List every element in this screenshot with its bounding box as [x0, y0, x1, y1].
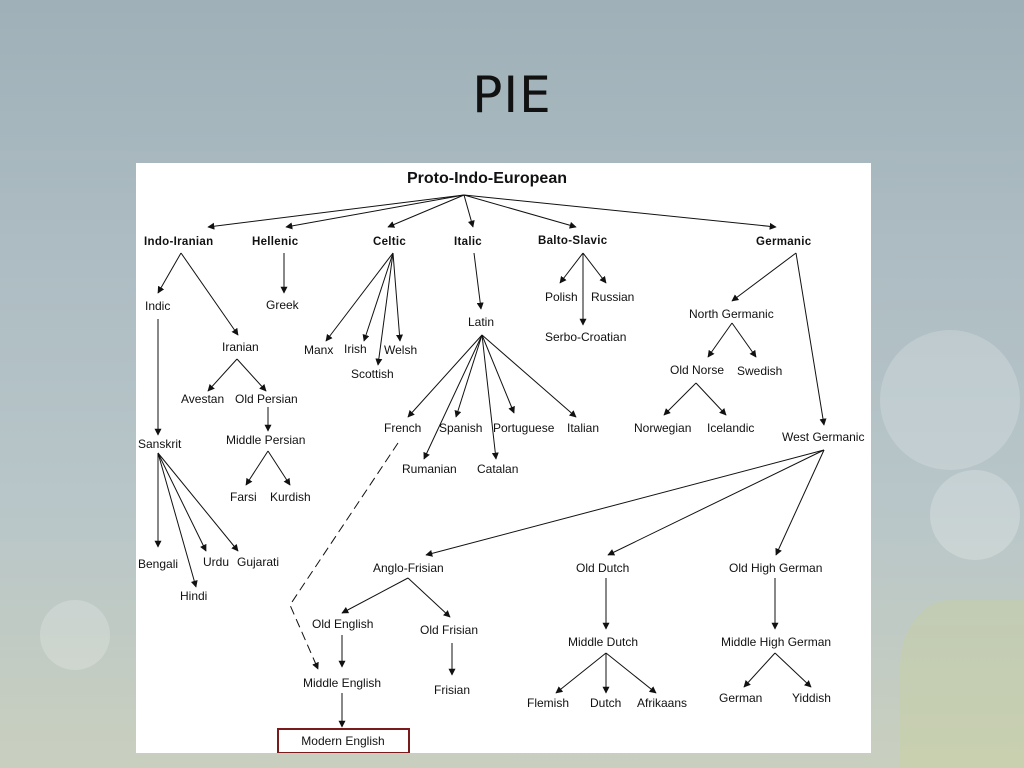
node-hindi: Hindi — [180, 589, 207, 603]
node-west-germanic: West Germanic — [782, 430, 864, 444]
node-iranian: Iranian — [222, 340, 259, 354]
node-modern-english: Modern English — [301, 734, 384, 748]
modern-english-highlight-box — [277, 728, 410, 753]
tree-edges — [154, 194, 827, 728]
background-splash — [880, 330, 1020, 470]
node-old-english: Old English — [312, 617, 373, 631]
branch-hellenic: Hellenic — [252, 236, 299, 248]
dashed-influence-edge — [289, 442, 399, 670]
branch-germanic: Germanic — [756, 236, 812, 248]
node-frisian: Frisian — [434, 683, 470, 697]
node-middle-high-german: Middle High German — [721, 635, 831, 649]
node-portuguese: Portuguese — [493, 421, 555, 435]
node-old-persian: Old Persian — [235, 392, 298, 406]
branch-celtic: Celtic — [373, 236, 406, 248]
node-french: French — [384, 421, 421, 435]
node-manx: Manx — [304, 343, 333, 357]
node-irish: Irish — [344, 342, 367, 356]
node-gujarati: Gujarati — [237, 555, 279, 569]
node-spanish: Spanish — [439, 421, 482, 435]
node-flemish: Flemish — [527, 696, 569, 710]
node-afrikaans: Afrikaans — [637, 696, 687, 710]
node-russian: Russian — [591, 290, 634, 304]
node-indic: Indic — [145, 299, 170, 313]
node-german: German — [719, 691, 762, 705]
node-italian: Italian — [567, 421, 599, 435]
node-greek: Greek — [266, 298, 300, 312]
node-middle-persian: Middle Persian — [226, 433, 305, 447]
node-middle-dutch: Middle Dutch — [568, 635, 638, 649]
node-old-norse: Old Norse — [670, 363, 724, 377]
node-catalan: Catalan — [477, 462, 518, 476]
node-norwegian: Norwegian — [634, 421, 691, 435]
background-splash — [40, 600, 110, 670]
slide-title: PIE — [472, 66, 552, 124]
root-node: Proto-Indo-European — [407, 170, 567, 187]
node-farsi: Farsi — [230, 490, 257, 504]
node-latin: Latin — [468, 315, 494, 329]
node-polish: Polish — [545, 290, 578, 304]
branch-italic: Italic — [454, 236, 482, 248]
node-avestan: Avestan — [181, 392, 224, 406]
node-yiddish: Yiddish — [792, 691, 831, 705]
node-bengali: Bengali — [138, 557, 178, 571]
node-dutch: Dutch — [590, 696, 621, 710]
node-old-dutch: Old Dutch — [576, 561, 629, 575]
node-old-frisian: Old Frisian — [420, 623, 478, 637]
node-swedish: Swedish — [737, 364, 782, 378]
node-urdu: Urdu — [203, 555, 229, 569]
node-north-germanic: North Germanic — [689, 307, 774, 321]
node-kurdish: Kurdish — [270, 490, 311, 504]
node-sanskrit: Sanskrit — [138, 437, 182, 451]
background-splash — [900, 600, 1024, 768]
node-old-high-german: Old High German — [729, 561, 822, 575]
node-scottish: Scottish — [351, 367, 394, 381]
node-middle-english: Middle English — [303, 676, 381, 690]
language-tree-diagram: Proto-Indo-European Indo-Iranian Helleni… — [136, 163, 871, 753]
tree-svg: Proto-Indo-European Indo-Iranian Helleni… — [138, 170, 864, 753]
node-rumanian: Rumanian — [402, 462, 457, 476]
node-welsh: Welsh — [384, 343, 417, 357]
node-icelandic: Icelandic — [707, 421, 754, 435]
node-serbo-croatian: Serbo-Croatian — [545, 330, 626, 344]
node-anglo-frisian: Anglo-Frisian — [373, 561, 444, 575]
background-splash — [930, 470, 1020, 560]
branch-indo-iranian: Indo-Iranian — [144, 236, 213, 248]
branch-balto-slavic: Balto-Slavic — [538, 235, 608, 247]
